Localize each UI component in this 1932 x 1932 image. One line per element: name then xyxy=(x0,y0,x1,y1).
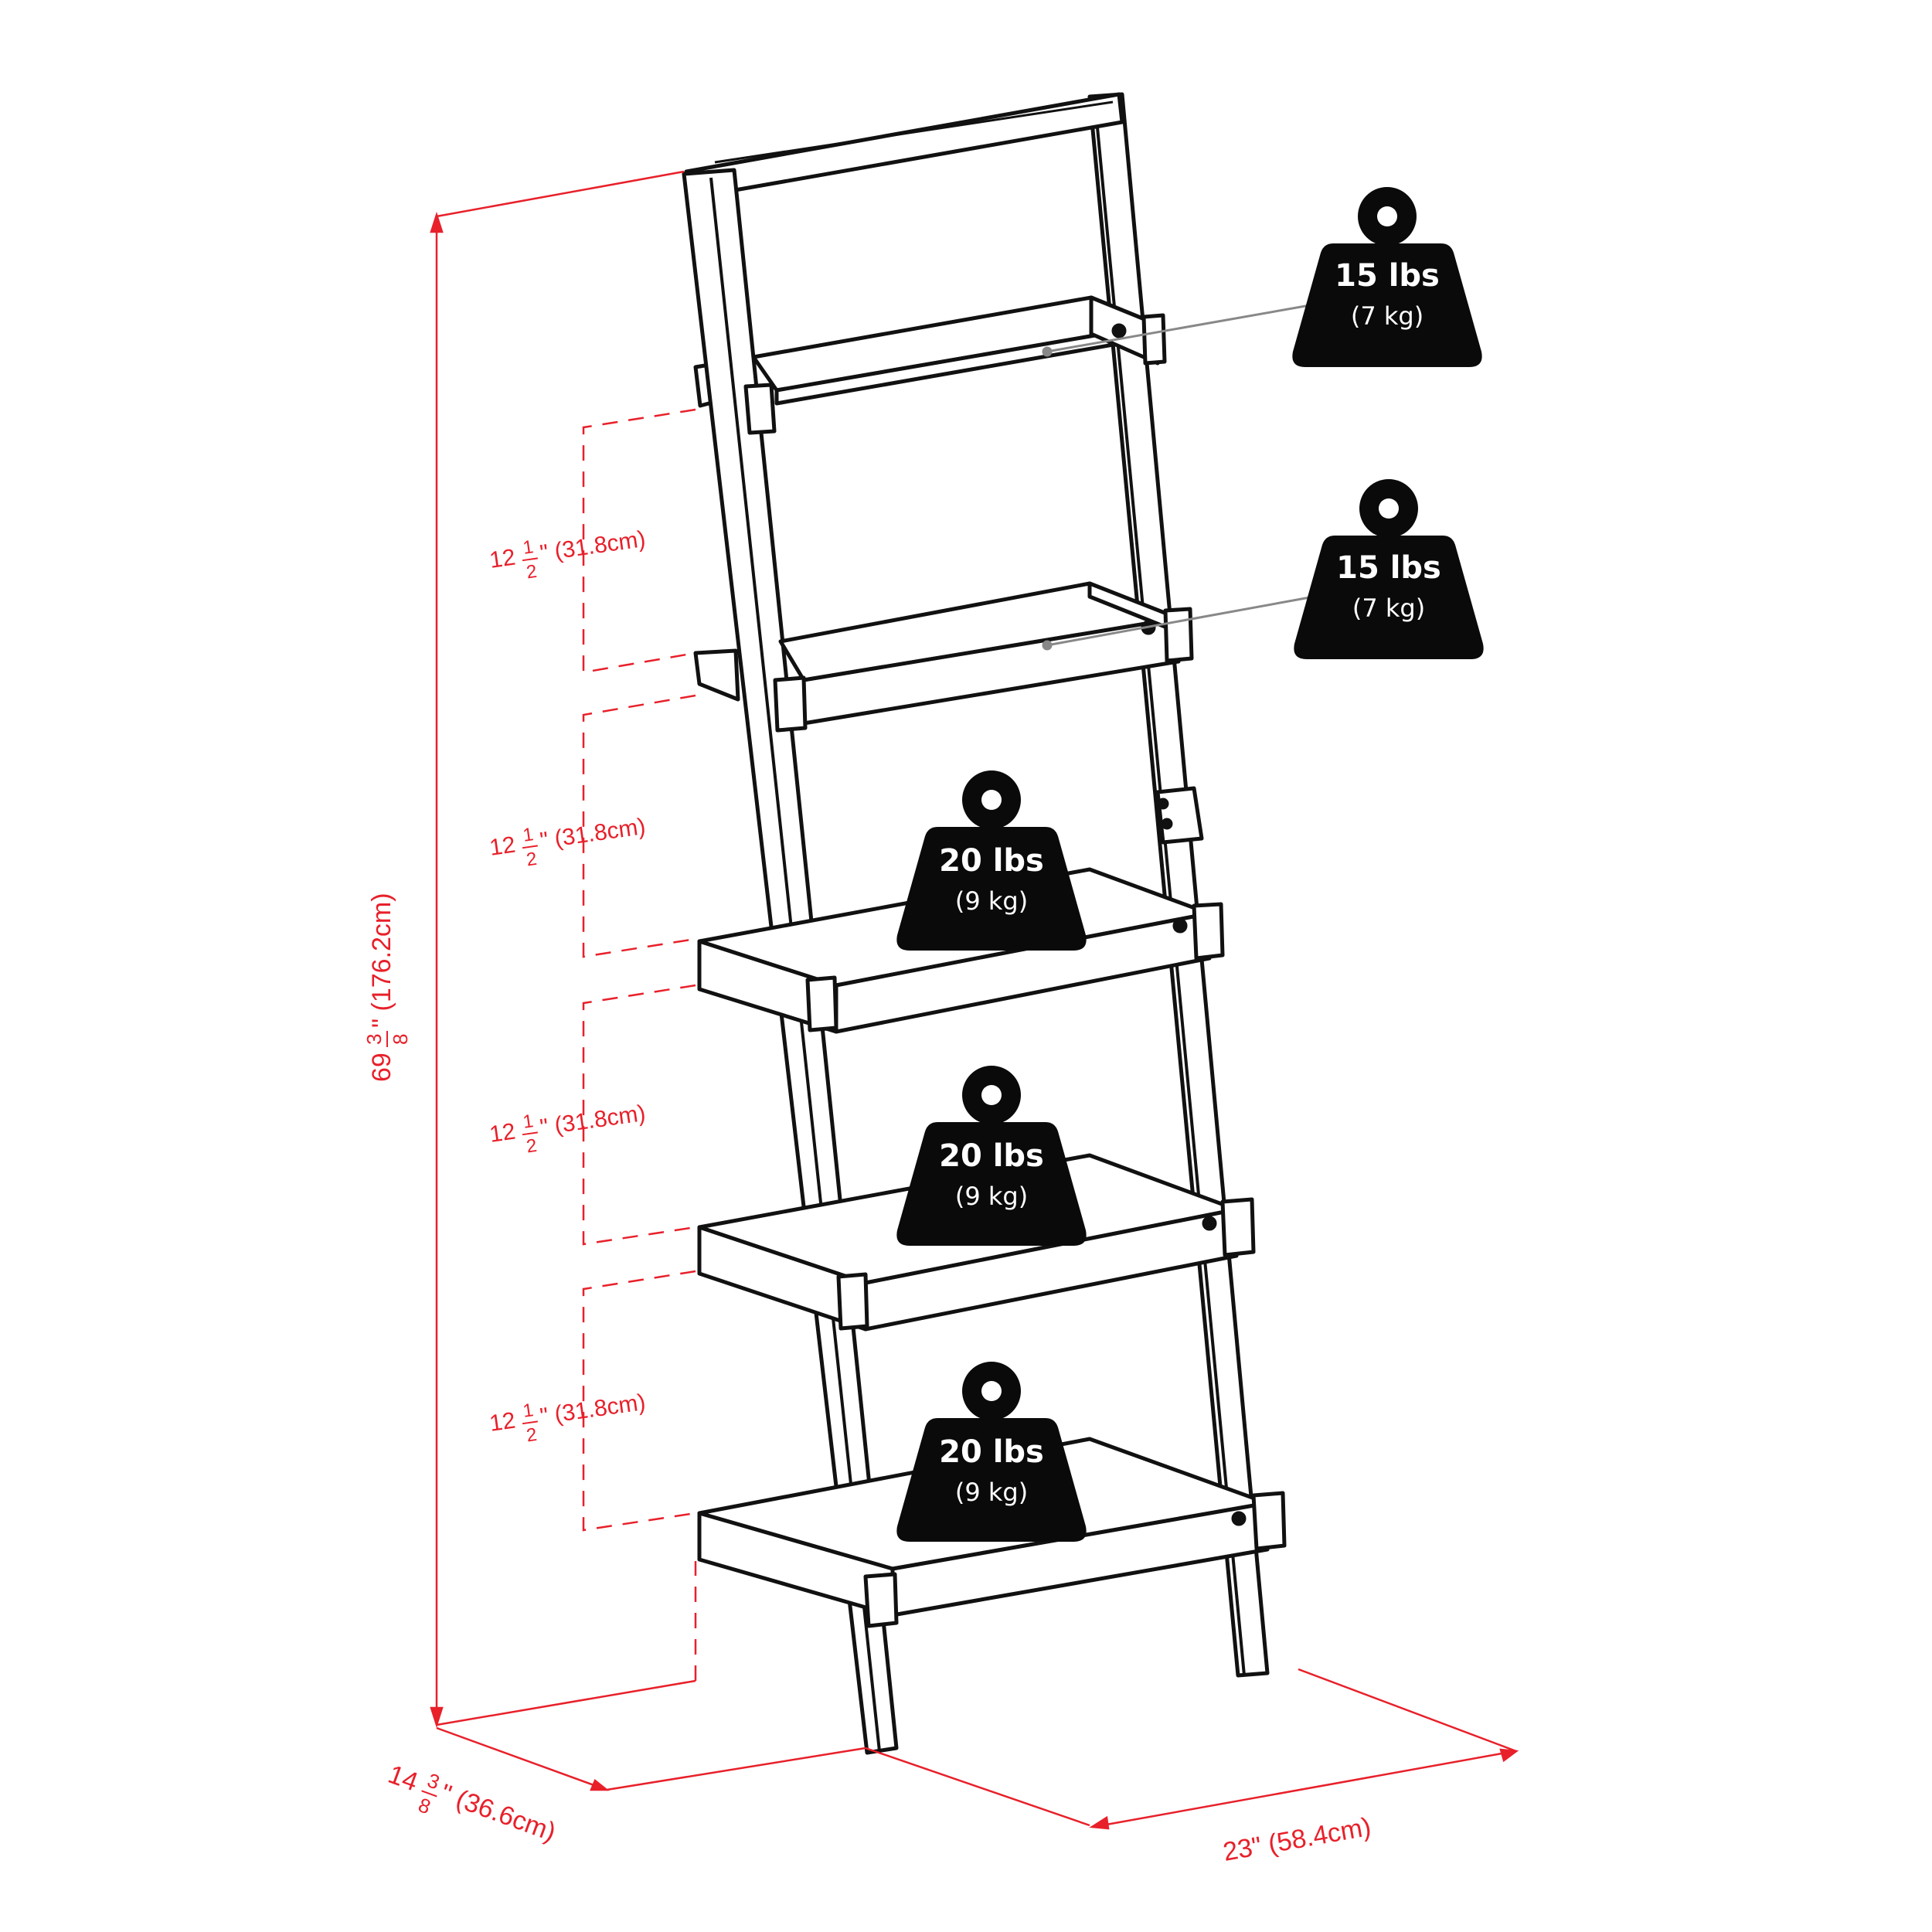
svg-text:1: 1 xyxy=(522,824,535,846)
height-label: 69 3 8 " (176.2cm) xyxy=(362,893,412,1082)
svg-text:12: 12 xyxy=(488,545,517,573)
svg-text:12: 12 xyxy=(488,1408,517,1437)
svg-text:2: 2 xyxy=(525,1135,538,1158)
width-dimension-line xyxy=(1093,1750,1515,1828)
weight-kg: (9 kg) xyxy=(955,1182,1028,1211)
spacing-brackets xyxy=(582,408,696,1532)
callout-lines xyxy=(1042,304,1311,651)
svg-text:12: 12 xyxy=(488,832,517,861)
svg-text:" (31.8cm): " (31.8cm) xyxy=(539,1389,648,1430)
spacing-label-4: 12 1 2 " (31.8cm) xyxy=(488,1389,648,1447)
svg-text:1: 1 xyxy=(522,1111,535,1133)
weight-kg: (7 kg) xyxy=(1351,301,1423,331)
svg-text:" (31.8cm): " (31.8cm) xyxy=(539,814,648,854)
svg-text:12: 12 xyxy=(488,1119,517,1148)
spacing-label-3: 12 1 2 " (31.8cm) xyxy=(488,1100,648,1158)
weight-badge-3: 20 lbs (9 kg) xyxy=(896,770,1087,951)
spacing-label-1: 12 1 2 " (31.8cm) xyxy=(488,526,648,583)
svg-text:1: 1 xyxy=(522,536,535,559)
weight-kg: (9 kg) xyxy=(955,886,1028,916)
weight-lbs: 20 lbs xyxy=(939,1138,1044,1174)
svg-text:" (31.8cm): " (31.8cm) xyxy=(539,1100,648,1141)
svg-text:" (36.6cm): " (36.6cm) xyxy=(437,1778,560,1847)
svg-text:69: 69 xyxy=(367,1053,396,1082)
svg-text:" (176.2cm): " (176.2cm) xyxy=(367,893,396,1028)
svg-text:3: 3 xyxy=(362,1034,386,1045)
weight-lbs: 15 lbs xyxy=(1335,258,1440,294)
svg-text:2: 2 xyxy=(525,849,538,871)
weight-lbs: 20 lbs xyxy=(939,1434,1044,1470)
weight-kg: (9 kg) xyxy=(955,1478,1028,1507)
weight-kg: (7 kg) xyxy=(1352,594,1425,623)
svg-text:1: 1 xyxy=(522,1400,535,1422)
dimension-lines xyxy=(430,170,1519,1830)
weight-badge-4: 20 lbs (9 kg) xyxy=(896,1066,1087,1246)
depth-label: 14 3 8 " (36.6cm) xyxy=(384,1760,560,1848)
svg-text:2: 2 xyxy=(525,1424,538,1447)
spacing-label-2: 12 1 2 " (31.8cm) xyxy=(488,814,648,871)
svg-text:8: 8 xyxy=(389,1034,412,1045)
shelf-drawing xyxy=(682,92,1287,1755)
right-leg-bracket xyxy=(1155,786,1204,845)
weight-lbs: 15 lbs xyxy=(1336,550,1441,586)
width-label: 23" (58.4cm) xyxy=(1221,1812,1373,1867)
weight-badge-2: 15 lbs (7 kg) xyxy=(1294,479,1484,659)
svg-text:3: 3 xyxy=(424,1768,443,1794)
shelf-1 xyxy=(743,295,1167,435)
dimension-labels: 69 3 8 " (176.2cm) 12 1 2 " (31.8cm) 12 … xyxy=(362,526,1373,1867)
depth-dimension-line xyxy=(436,1726,607,1791)
svg-text:2: 2 xyxy=(525,561,538,583)
weight-badge-1: 15 lbs (7 kg) xyxy=(1292,187,1482,367)
svg-text:8: 8 xyxy=(415,1793,434,1818)
svg-text:23" (58.4cm): 23" (58.4cm) xyxy=(1221,1812,1373,1867)
svg-text:14: 14 xyxy=(384,1760,422,1798)
svg-text:" (31.8cm): " (31.8cm) xyxy=(539,526,648,566)
shelf-2 xyxy=(693,581,1194,733)
weight-lbs: 20 lbs xyxy=(939,843,1044,879)
weight-badge-5: 20 lbs (9 kg) xyxy=(896,1362,1087,1542)
